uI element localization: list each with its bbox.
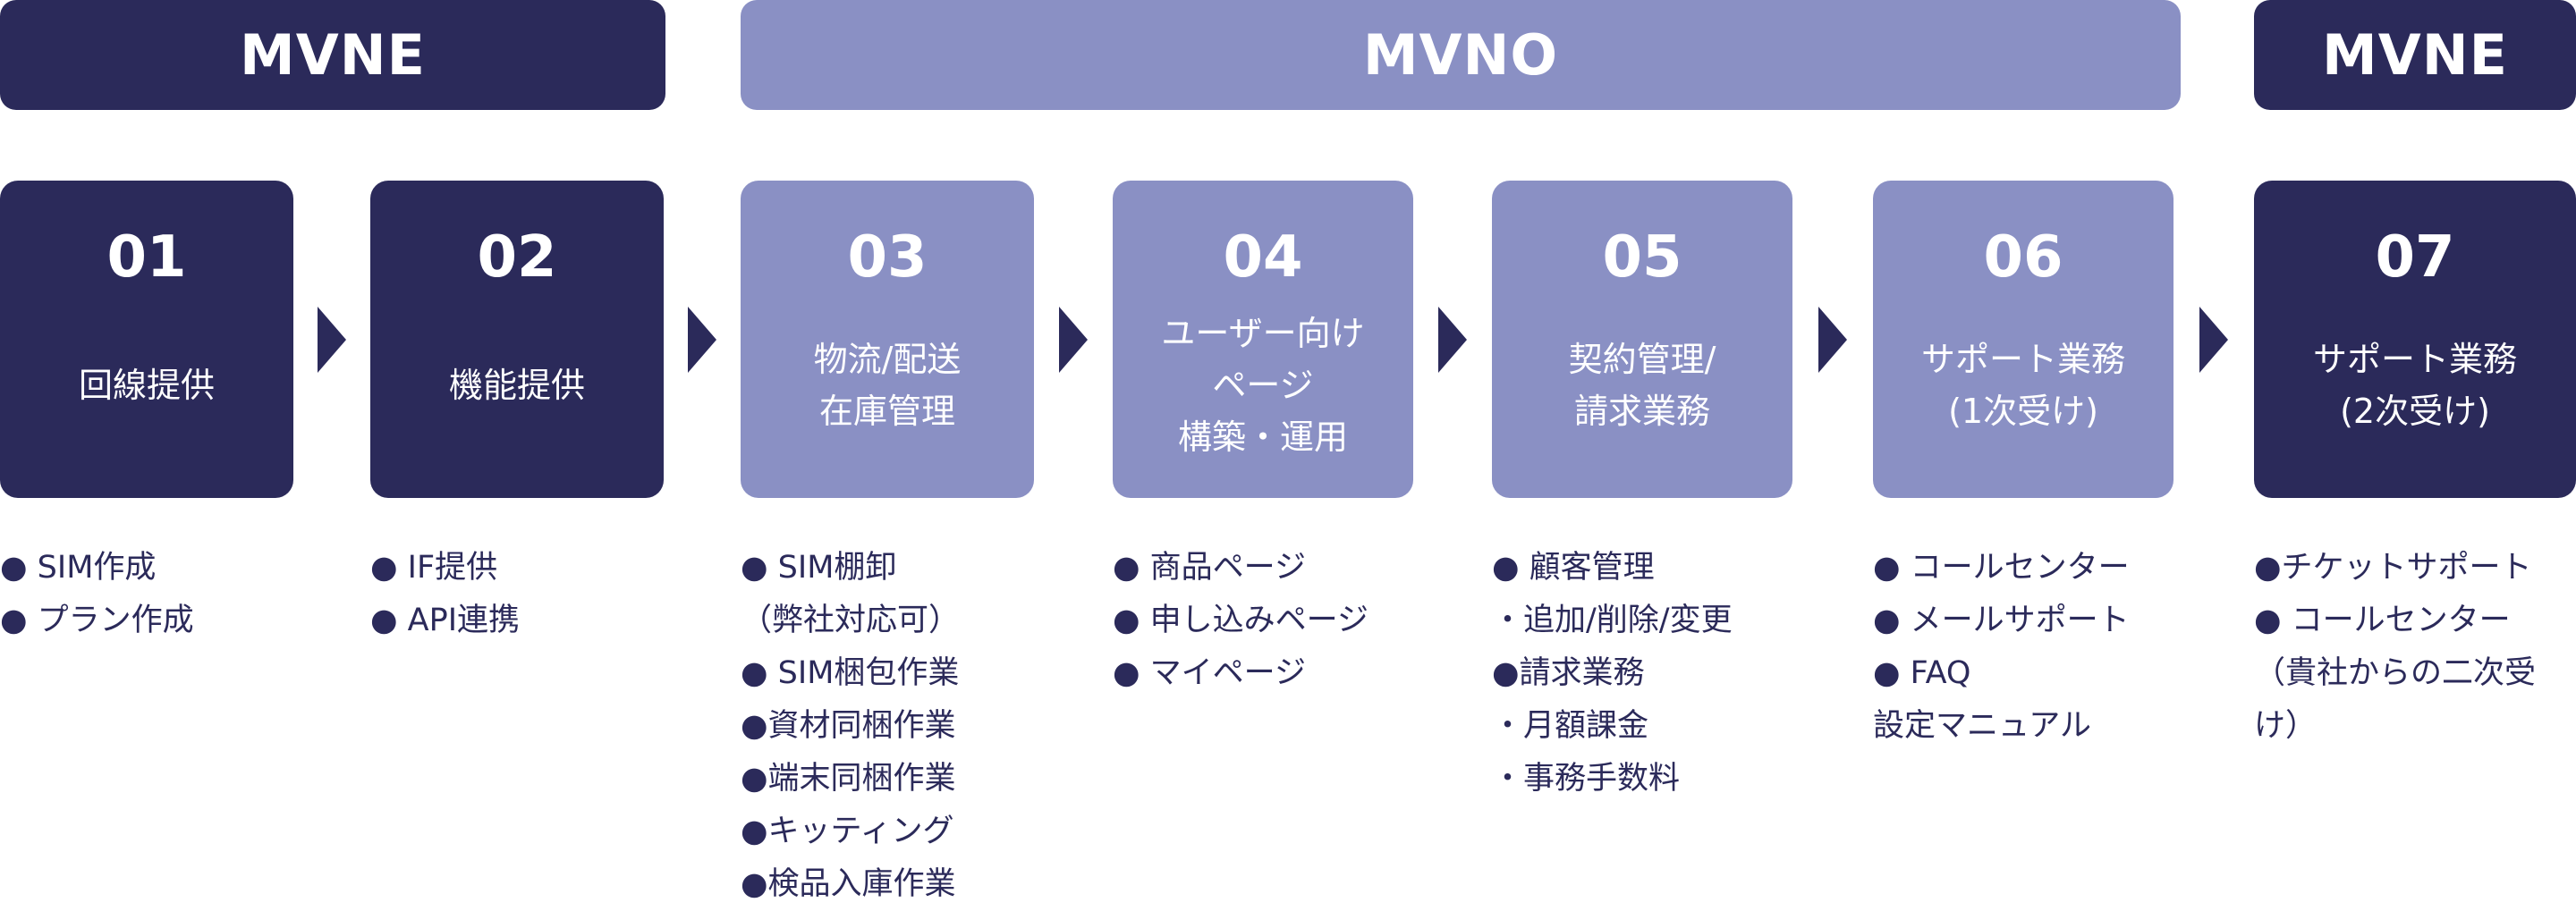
list-item: ●請求業務 bbox=[1492, 655, 1645, 691]
list-item: （弊社対応可） bbox=[741, 603, 961, 638]
arrow-right-icon bbox=[1059, 307, 1088, 373]
step-number: 02 bbox=[477, 224, 557, 291]
step-title: 物流/配送 在庫管理 bbox=[813, 339, 962, 431]
step-number: 07 bbox=[2375, 224, 2455, 291]
mvne-header-right: MVNE bbox=[2254, 0, 2576, 110]
list-item: ● コールセンター bbox=[1873, 550, 2130, 586]
step-list-06: ● コールセンター ● メールサポート ● FAQ 設定マニュアル bbox=[1873, 542, 2130, 753]
list-item: ●キッティング bbox=[741, 814, 954, 849]
step-box-01: 01 回線提供 bbox=[0, 181, 293, 498]
list-item: ● SIM棚卸 bbox=[741, 550, 897, 586]
list-item: ● SIM作成 bbox=[0, 550, 157, 586]
step-number: 01 bbox=[106, 224, 187, 291]
step-title: ユーザー向け ページ 構築・運用 bbox=[1161, 313, 1365, 457]
step-box-06: 06 サポート業務 (1次受け) bbox=[1873, 181, 2174, 498]
step-title: 機能提供 bbox=[448, 365, 585, 405]
mvno-header: MVNO bbox=[741, 0, 2181, 110]
step-box-07: 07 サポート業務 (2次受け) bbox=[2254, 181, 2576, 498]
step-title: 回線提供 bbox=[78, 365, 215, 405]
step-number: 05 bbox=[1602, 224, 1682, 291]
step-box-02: 02 機能提供 bbox=[370, 181, 664, 498]
step-title: サポート業務 (1次受け) bbox=[1920, 339, 2125, 431]
step-number: 03 bbox=[847, 224, 928, 291]
step-list-07: ●チケットサポート ● コールセンター （貴社からの二次受け） bbox=[2254, 542, 2536, 753]
list-item: ● プラン作成 bbox=[0, 603, 194, 638]
step-box-05: 05 契約管理/ 請求業務 bbox=[1492, 181, 1792, 498]
list-item: ・事務手数料 bbox=[1492, 761, 1681, 797]
arrow-right-icon bbox=[1438, 307, 1467, 373]
list-item: ●検品入庫作業 bbox=[741, 866, 956, 902]
step-box-03: 03 物流/配送 在庫管理 bbox=[741, 181, 1034, 498]
list-item: （貴社からの二次受 bbox=[2254, 655, 2537, 691]
list-item: ・月額課金 bbox=[1492, 708, 1649, 744]
list-item: ● 申し込みページ bbox=[1113, 603, 1368, 638]
list-item: ● 商品ページ bbox=[1113, 550, 1306, 586]
list-item: 設定マニュアル bbox=[1873, 708, 2091, 744]
step-title: 契約管理/ 請求業務 bbox=[1568, 339, 1716, 431]
step-list-02: ● IF提供 ● API連携 bbox=[370, 542, 520, 647]
list-item: ●端末同梱作業 bbox=[741, 761, 956, 797]
list-item: ●チケットサポート bbox=[2254, 550, 2532, 586]
step-list-05: ● 顧客管理・追加/削除/変更 ●請求業務・月額課金・事務手数料 bbox=[1492, 542, 1733, 806]
arrow-right-icon bbox=[688, 307, 716, 373]
arrow-right-icon bbox=[2199, 307, 2228, 373]
list-item: ● 顧客管理 bbox=[1492, 550, 1655, 586]
list-item: ● FAQ bbox=[1873, 655, 1971, 691]
step-box-04: 04 ユーザー向け ページ 構築・運用 bbox=[1113, 181, 1413, 498]
list-item: け） bbox=[2254, 708, 2318, 744]
list-item: ● SIM梱包作業 bbox=[741, 655, 960, 691]
list-item: ● マイページ bbox=[1113, 655, 1306, 691]
step-title: サポート業務 (2次受け) bbox=[2312, 339, 2517, 431]
arrow-right-icon bbox=[1818, 307, 1847, 373]
arrow-right-icon bbox=[318, 307, 346, 373]
list-item: ● メールサポート bbox=[1873, 603, 2130, 638]
step-number: 04 bbox=[1223, 224, 1303, 291]
list-item: ● IF提供 bbox=[370, 550, 498, 586]
list-item: ● API連携 bbox=[370, 603, 521, 638]
list-item: ●資材同梱作業 bbox=[741, 708, 956, 744]
list-item: ● コールセンター bbox=[2254, 603, 2511, 638]
mvne-header-left: MVNE bbox=[0, 0, 665, 110]
step-list-01: ● SIM作成 ● プラン作成 bbox=[0, 542, 194, 647]
step-list-04: ● 商品ページ ● 申し込みページ ● マイページ bbox=[1113, 542, 1368, 700]
step-number: 06 bbox=[1983, 224, 2063, 291]
step-list-03: ● SIM棚卸 （弊社対応可） ● SIM梱包作業 ●資材同梱作業 ●端末同梱作業 ●キッ… bbox=[741, 542, 960, 911]
list-item: ・追加/削除/変更 bbox=[1492, 603, 1733, 638]
